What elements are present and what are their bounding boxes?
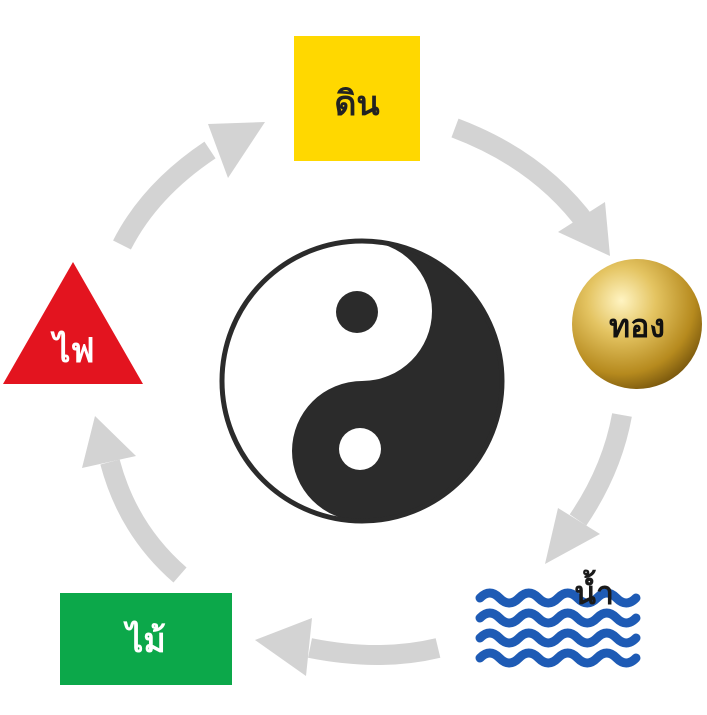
arrow-head: [82, 416, 136, 468]
arrow-shaft: [569, 413, 632, 526]
arrow-head: [545, 508, 600, 564]
water-node: น้ำ: [475, 569, 641, 668]
arrow-shaft: [308, 638, 441, 665]
water-waves-icon: [475, 588, 641, 668]
arrow-shaft: [451, 118, 597, 232]
earth-label: ดิน: [334, 84, 379, 124]
metal-node: ทอง: [572, 259, 702, 389]
arrow-shaft: [113, 141, 216, 250]
wood-label: ไม้: [123, 620, 166, 661]
water-wave-line: [475, 648, 641, 668]
fire-label: ไฟ: [50, 330, 94, 371]
arrow-wood-to-fire: [82, 416, 187, 583]
earth-node: ดิน: [294, 36, 420, 161]
cycle-arrows: [82, 118, 632, 676]
arrow-head: [255, 618, 312, 676]
arrow-fire-to-earth: [113, 122, 265, 250]
arrow-head: [208, 122, 265, 178]
wood-node: ไม้: [60, 593, 232, 685]
arrow-metal-to-water: [545, 413, 632, 564]
yin-yang-icon: [219, 238, 505, 524]
arrow-water-to-wood: [255, 618, 441, 676]
water-wave-line: [475, 588, 641, 608]
arrow-shaft: [100, 459, 187, 583]
arrow-earth-to-metal: [451, 118, 610, 256]
water-wave-line: [475, 628, 641, 648]
water-wave-line: [475, 608, 641, 628]
water-label: น้ำ: [574, 569, 614, 612]
metal-label: ทอง: [609, 307, 665, 345]
fire-node: ไฟ: [3, 262, 143, 384]
arrow-head: [558, 202, 610, 256]
